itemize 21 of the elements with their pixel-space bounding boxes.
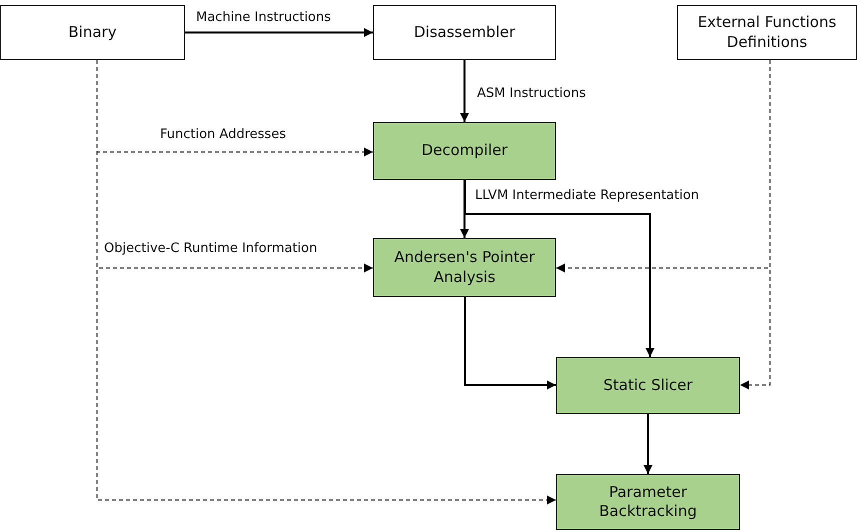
arrow [460, 60, 469, 122]
box-label: Parameter Backtracking [598, 482, 698, 522]
process-box [0, 5, 185, 60]
edge-label: Objective-C Runtime Information [102, 241, 320, 256]
box-label: Static Slicer [603, 376, 693, 396]
box-label: Andersen's Pointer Analysis [393, 248, 536, 287]
process-box [677, 5, 857, 60]
process-box [373, 122, 556, 180]
box-label: Binary [68, 22, 117, 42]
arrow [460, 180, 469, 238]
arrow [464, 297, 556, 390]
process-box [556, 357, 740, 414]
box-label: Decompiler [421, 141, 508, 161]
process-box [373, 5, 556, 60]
process-box [556, 474, 740, 530]
arrow [185, 28, 373, 37]
arrow [464, 180, 654, 357]
arrow [644, 414, 652, 474]
box-label: Disassembler [414, 22, 516, 42]
process-box [373, 238, 556, 297]
box-label: External Functions Definitions [696, 13, 838, 52]
